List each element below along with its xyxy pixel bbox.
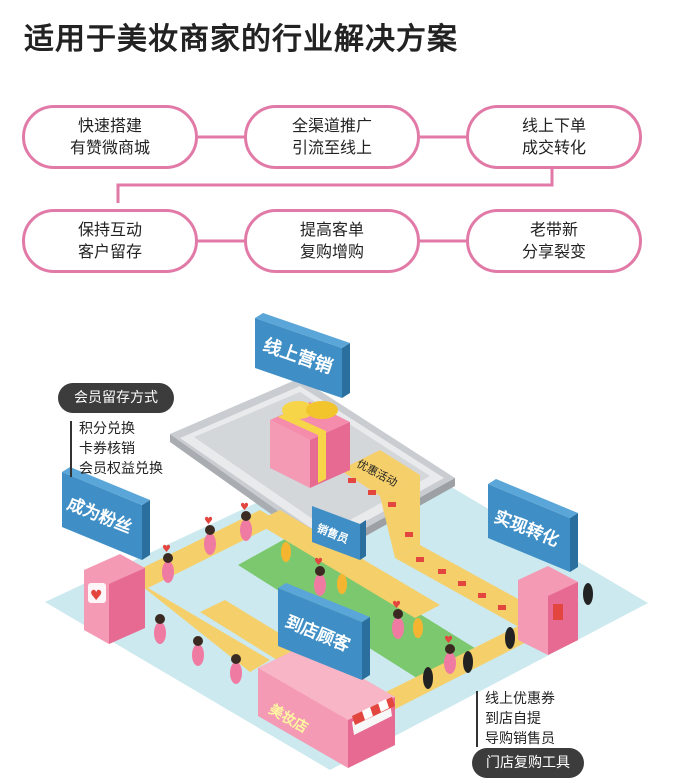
flow-step-promote: 全渠道推广 引流至线上 <box>244 105 420 169</box>
flow-step-line2: 有赞微商城 <box>69 138 150 157</box>
svg-text:♥: ♥ <box>444 635 453 646</box>
list-divider <box>70 421 72 477</box>
flow-step-line1: 快速搭建 <box>77 116 142 135</box>
list-item: 到店自提 <box>485 711 541 727</box>
flow-connectors <box>116 135 554 243</box>
list-item: 导购销售员 <box>485 731 555 747</box>
flow-step-line2: 成交转化 <box>521 138 586 157</box>
page-title: 适用于美妆商家的行业解决方案 <box>24 22 458 57</box>
svg-text:♥: ♥ <box>314 557 323 568</box>
flow-step-online-order: 线上下单 成交转化 <box>466 105 642 169</box>
flow-step-repurchase: 提高客单 复购增购 <box>244 209 420 273</box>
flow-step-line2: 复购增购 <box>299 242 364 261</box>
store-repurchase-list: 线上优惠券 到店自提 导购销售员 <box>476 689 555 749</box>
sign-salesperson <box>312 506 366 560</box>
flow-step-retention: 保持互动 客户留存 <box>22 209 198 273</box>
list-item: 卡券核销 <box>79 441 135 457</box>
grass-strip <box>238 535 478 680</box>
flow-step-line1: 线上下单 <box>521 116 586 135</box>
store-repurchase-label: 门店复购工具 <box>472 748 584 778</box>
flow-step-build-store: 快速搭建 有赞微商城 <box>22 105 198 169</box>
list-item: 线上优惠券 <box>485 691 555 707</box>
member-retention-list: 积分兑换 卡券核销 会员权益兑换 <box>70 419 163 479</box>
flow-step-line2: 引流至线上 <box>291 138 372 157</box>
flow-step-line1: 保持互动 <box>77 220 142 239</box>
list-item: 积分兑换 <box>79 421 135 437</box>
svg-text:♥: ♥ <box>240 502 249 513</box>
sign-online-marketing <box>255 313 350 398</box>
sign-store-visit <box>278 583 370 680</box>
sign-become-fans <box>62 467 150 560</box>
list-divider <box>476 691 478 747</box>
member-retention-label: 会员留存方式 <box>58 383 174 413</box>
flow-step-referral: 老带新 分享裂变 <box>466 209 642 273</box>
svg-text:♥: ♥ <box>392 600 401 611</box>
flow-step-line1: 提高客单 <box>299 220 364 239</box>
sign-conversion <box>488 479 578 572</box>
customer-figures: ♥ ♥ ♥ ♥ ♥ ♥ <box>154 502 593 689</box>
flow-step-line1: 老带新 <box>529 220 578 239</box>
gift-box-icon <box>270 401 350 488</box>
flow-step-line2: 分享裂变 <box>521 242 586 261</box>
member-store <box>84 554 145 644</box>
svg-text:♥: ♥ <box>162 544 171 555</box>
conversion-store <box>518 566 578 655</box>
flow-step-line1: 全渠道推广 <box>291 116 372 135</box>
awning-icon <box>352 697 395 725</box>
heart-icon: ♥ <box>90 588 103 604</box>
list-item: 会员权益兑换 <box>79 461 163 477</box>
svg-text:♥: ♥ <box>204 516 213 527</box>
flow-step-line2: 客户留存 <box>77 242 142 261</box>
